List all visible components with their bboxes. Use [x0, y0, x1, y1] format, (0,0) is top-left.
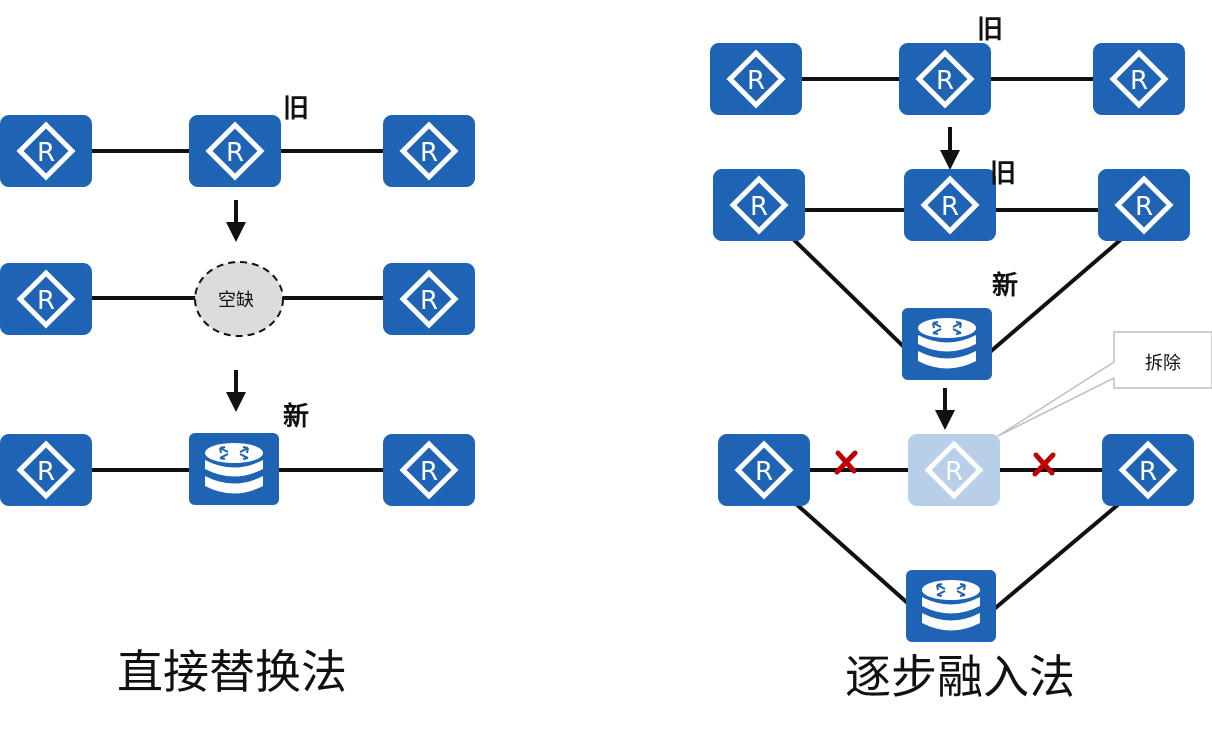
gap-label: 空缺 [218, 290, 254, 311]
left-title: 直接替换法 [117, 645, 347, 699]
right-panel: 旧 旧 新 [710, 15, 1212, 704]
remove-callout: 拆除 [997, 331, 1212, 437]
router-icon [383, 434, 475, 506]
old-label: 旧 [977, 15, 1003, 45]
router-icon [713, 169, 805, 241]
link-r3-c [793, 501, 914, 609]
router-icon [1102, 434, 1194, 506]
link-r3-d [991, 501, 1122, 612]
switch-drum-icon [902, 308, 992, 380]
left-panel: 旧 空缺 新 直接替换法 [0, 94, 475, 699]
router-icon [1098, 169, 1190, 241]
link-r2-c [788, 234, 909, 352]
router-icon [0, 115, 92, 187]
old-label: 旧 [283, 94, 309, 124]
router-icon [0, 263, 92, 335]
router-icon [383, 115, 475, 187]
router-icon [383, 263, 475, 335]
cross-icon [1032, 452, 1056, 477]
router-icon [899, 43, 991, 115]
router-icon [904, 169, 996, 241]
removed-router-icon [908, 434, 1000, 506]
router-icon [0, 434, 92, 506]
router-icon [1093, 43, 1185, 115]
link-r2-d [988, 234, 1127, 354]
right-title: 逐步融入法 [845, 650, 1075, 704]
new-label: 新 [283, 401, 309, 432]
gap-placeholder [194, 261, 284, 337]
router-icon [718, 434, 810, 506]
router-icon [710, 43, 802, 115]
remove-label: 拆除 [1145, 353, 1181, 374]
old-label: 旧 [990, 159, 1016, 189]
router-icon [189, 115, 281, 187]
switch-drum-icon [906, 570, 996, 642]
cross-icon [834, 450, 858, 475]
switch-drum-icon [189, 433, 279, 505]
new-label: 新 [992, 270, 1018, 301]
